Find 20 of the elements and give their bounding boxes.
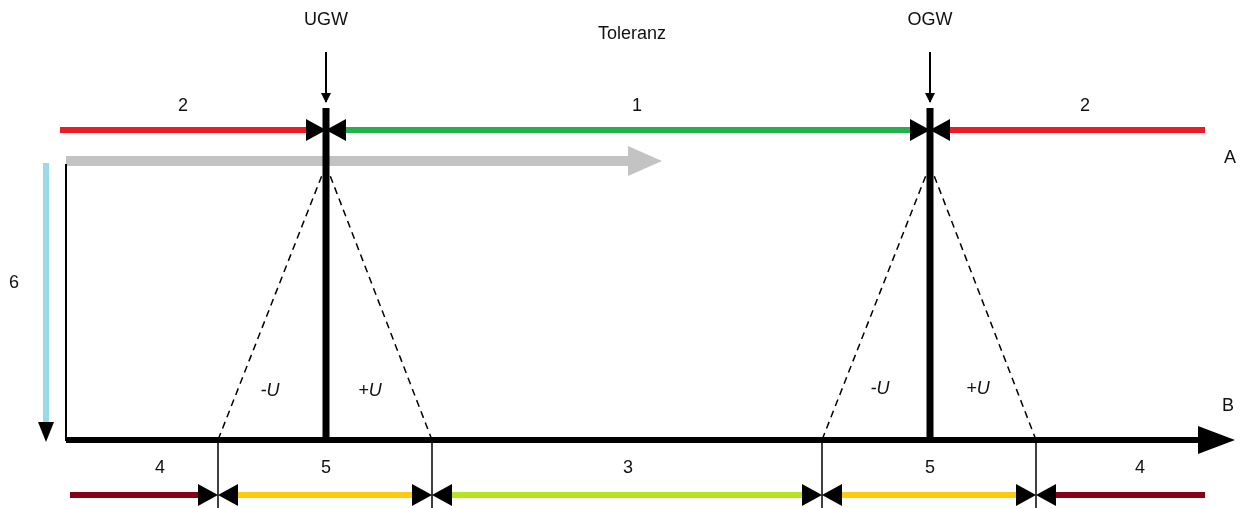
limit-label: UGW: [304, 8, 348, 30]
segment-number: 3: [623, 456, 633, 478]
limit-label: OGW: [907, 8, 953, 30]
axis-label: A: [1224, 146, 1236, 168]
segment-number: 2: [1080, 94, 1090, 116]
segment-number: 4: [1135, 456, 1145, 478]
uncertainty-label: -U: [260, 379, 280, 401]
arrow: [925, 51, 935, 103]
uncertainty-label: -U: [870, 377, 890, 399]
segment-number: 1: [632, 94, 642, 116]
arrow: [321, 51, 331, 103]
uncertainty-label: +U: [966, 377, 990, 399]
caption-label: Toleranz: [598, 22, 666, 44]
segment-number: 6: [9, 271, 19, 293]
segment-number: 5: [321, 456, 331, 478]
segment-number: 5: [925, 456, 935, 478]
uncertainty-label: +U: [358, 379, 382, 401]
segment-number: 2: [178, 94, 188, 116]
axis-label: B: [1222, 394, 1234, 416]
segment-number: 4: [155, 456, 165, 478]
